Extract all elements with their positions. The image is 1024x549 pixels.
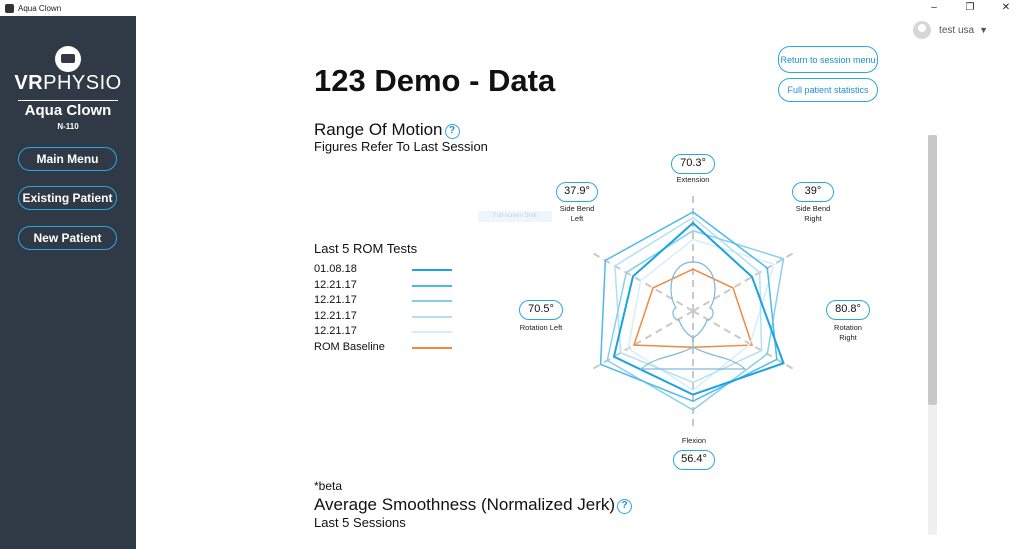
avatar (913, 21, 932, 39)
game-name: Aqua Clown (24, 102, 112, 119)
radar-value-pill: 70.3° (671, 154, 715, 174)
legend-swatch (412, 300, 452, 302)
legend-swatch (412, 346, 452, 349)
rom-subtitle: Figures Refer To Last Session (314, 139, 488, 154)
beta-note: *beta (314, 479, 343, 493)
radar-value-pill: 37.9° (556, 182, 598, 202)
radar-value-pill: 80.8° (826, 300, 870, 320)
radar-axis-label: Flexion (681, 436, 707, 445)
radar-series-01-08-18 (612, 221, 785, 396)
legend-item: 12.21.17 (314, 279, 454, 294)
chevron-down-icon: ▼ (979, 25, 988, 35)
brand-logo: VRPHYSIO (14, 72, 122, 94)
existing-patient-button[interactable]: Existing Patient (18, 186, 117, 210)
full-patient-statistics-button[interactable]: Full patient statistics (778, 78, 878, 102)
legend-label: 12.21.17 (314, 309, 357, 322)
legend-label: 12.21.17 (314, 278, 357, 291)
new-patient-button[interactable]: New Patient (18, 226, 117, 250)
radar-series-12-21-17 (606, 229, 785, 411)
vrphysio-logo-icon (55, 46, 81, 72)
legend-swatch (412, 284, 452, 287)
minimize-icon[interactable]: – (931, 2, 937, 13)
smoothness-help-icon[interactable]: ? (617, 499, 633, 514)
window-titlebar: Aqua Clown – ❐ ✕ (0, 0, 1024, 16)
game-code: N-110 (57, 122, 79, 131)
radar-value-pill: 39° (792, 182, 834, 202)
legend-item: 12.21.17 (314, 310, 454, 325)
rom-section-title: Range Of Motion? (314, 120, 460, 140)
radar-axis-line (692, 310, 796, 371)
brand-divider (18, 100, 118, 101)
scrollbar-thumb[interactable] (928, 135, 937, 405)
legend-label: 12.21.17 (314, 294, 357, 306)
radar-series-12-21-17 (599, 211, 778, 403)
radar-axis-label: Side Bend Left (559, 204, 595, 223)
window-title: Aqua Clown (18, 3, 62, 13)
sidebar: VRPHYSIO Aqua Clown N-110 Main Menu Exis… (0, 16, 136, 549)
rom-help-icon[interactable]: ? (444, 124, 460, 139)
radar-value-pill: 70.5° (519, 300, 563, 320)
legend-title: Last 5 ROM Tests (314, 241, 418, 256)
maximize-icon[interactable]: ❐ (965, 2, 975, 13)
legend-swatch (412, 331, 452, 333)
user-name: test usa (939, 24, 975, 36)
radar-series-rom-baseline (632, 268, 754, 349)
legend-swatch (412, 269, 452, 271)
radar-axis-label: Side Bend Right (795, 204, 831, 223)
smoothness-section-title: Average Smoothness (Normalized Jerk)? (314, 495, 633, 515)
legend-item: 01.08.18 (314, 263, 454, 278)
head-silhouette-icon (639, 261, 747, 370)
legend-item: 12.21.17 (314, 325, 454, 340)
radar-axis-label: Rotation Left (519, 323, 563, 332)
radar-axis-label: Rotation Right (834, 323, 862, 342)
radar-series-12-21-17 (614, 216, 763, 384)
close-icon[interactable]: ✕ (1001, 2, 1011, 13)
ghost-overlay-text: Full-screen Shot (478, 211, 552, 222)
main-menu-button[interactable]: Main Menu (18, 147, 117, 171)
legend-item: 12.21.17 (314, 294, 454, 309)
radar-axis-label: Extension (676, 175, 710, 184)
app-icon (5, 3, 14, 13)
user-menu[interactable]: test usa ▼ (913, 21, 988, 39)
window-controls: – ❐ ✕ (916, 0, 1024, 16)
legend-swatch (412, 315, 452, 318)
legend-label: ROM Baseline (314, 340, 385, 353)
radar-axis-line (692, 251, 796, 312)
legend-label: 01.08.18 (314, 263, 357, 275)
smoothness-subtitle: Last 5 Sessions (314, 515, 406, 530)
legend-label: 12.21.17 (314, 325, 357, 337)
radar-axis-line (590, 310, 694, 371)
page-title: 123 Demo - Data (314, 63, 556, 98)
radar-value-pill: 56.4° (673, 450, 715, 470)
return-to-session-menu-button[interactable]: Return to session menu (778, 46, 878, 73)
legend-item: ROM Baseline (314, 341, 454, 356)
radar-series-12-21-17 (627, 238, 775, 392)
radar-axis-line (590, 251, 694, 312)
